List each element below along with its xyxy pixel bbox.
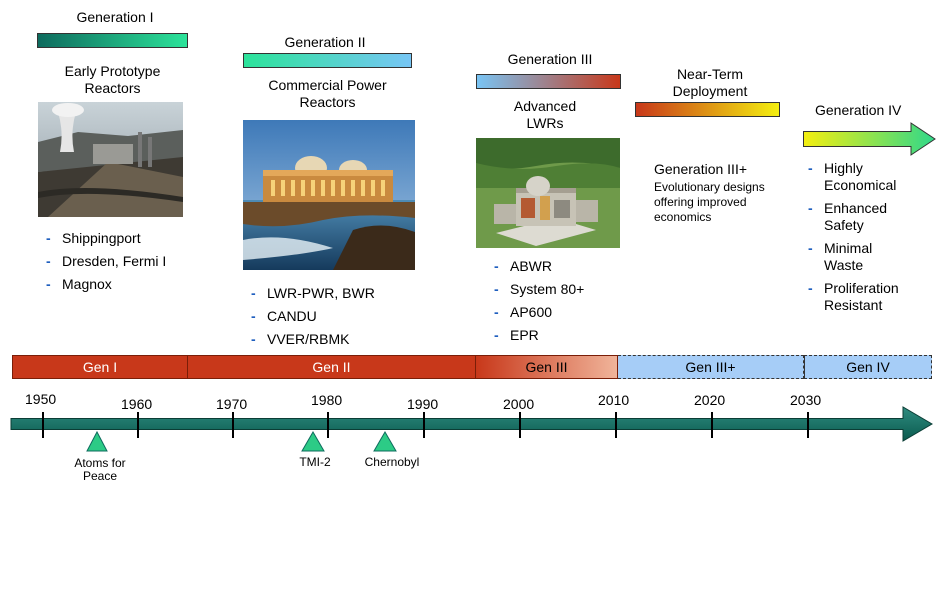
near-term-title: Near-Term Deployment (640, 66, 780, 100)
year-label: 1970 (216, 396, 248, 412)
gen3-reactor-list: -ABWR -System 80+ -AP600 -EPR (494, 258, 584, 350)
list-item: -Magnox (46, 276, 112, 292)
gen3plus-description: Evolutionary designs offering improved e… (654, 180, 765, 225)
gen3-subtitle: Advanced LWRs (470, 98, 620, 132)
gen2-reactor-list: -LWR-PWR, BWR -CANDU -VVER/RBMK (251, 285, 375, 354)
band-gen4: Gen IV (804, 355, 932, 379)
gen3-gradient-bar (476, 74, 621, 89)
gen2-title: Generation II (284, 34, 366, 50)
gen1-gradient-bar (37, 33, 188, 48)
near-term-gradient-bar (635, 102, 780, 117)
gen3-reactor-photo (476, 138, 620, 248)
event-marker-chernobyl (373, 431, 397, 452)
gen3-subtitle-line1: Advanced (513, 98, 577, 114)
list-item: -Dresden, Fermi I (46, 253, 167, 269)
band-gen2: Gen II (188, 355, 476, 379)
list-item: -System 80+ (494, 281, 585, 297)
gen2-subtitle: Commercial Power Reactors (235, 77, 420, 111)
gen1-subtitle-line1: Early Prototype (64, 63, 161, 79)
list-item: -AP600 (494, 304, 553, 320)
gen3-title: Generation III (507, 51, 593, 67)
list-item: -CANDU (251, 308, 317, 324)
event-label-chernobyl: Chernobyl (364, 455, 420, 469)
near-term-title-line1: Near-Term (676, 66, 744, 82)
gen2-gradient-bar (243, 53, 412, 68)
list-item: -LWR-PWR, BWR (251, 285, 375, 301)
gen1-reactor-list: -Shippingport -Dresden, Fermi I -Magnox (46, 230, 166, 299)
list-item: -EPR (494, 327, 539, 343)
year-label: 2020 (694, 392, 726, 408)
event-marker-tmi-2 (301, 431, 325, 452)
band-gen3: Gen III (476, 355, 618, 379)
gen3plus-desc-line2: offering improved (654, 195, 747, 209)
gen3plus-title: Generation III+ (654, 161, 748, 177)
year-label: 2010 (598, 392, 630, 408)
band-gen3plus: Gen III+ (618, 355, 804, 379)
band-gen1: Gen I (12, 355, 188, 379)
gen1-title: Generation I (76, 9, 154, 25)
gen1-subtitle: Early Prototype Reactors (20, 63, 205, 97)
gen3plus-desc-line3: economics (654, 210, 712, 224)
gen2-reactor-photo (243, 120, 415, 270)
year-label: 2000 (503, 396, 535, 412)
gen3plus-desc-line1: Evolutionary designs (654, 180, 765, 194)
gen2-subtitle-line2: Reactors (299, 94, 356, 110)
gen4-title: Generation IV (815, 102, 902, 118)
list-item: -ABWR (494, 258, 552, 274)
year-label: 1980 (311, 392, 343, 408)
year-label: 1950 (25, 391, 57, 407)
gen1-reactor-photo (38, 102, 183, 217)
list-item: -Shippingport (46, 230, 141, 246)
gen3-subtitle-line2: LWRs (526, 115, 564, 131)
year-label: 2030 (790, 392, 822, 408)
event-label-atoms-for-peace: Atoms for Peace (74, 456, 126, 483)
timeline-shaft (10, 406, 933, 442)
year-label: 1960 (121, 396, 153, 412)
event-label-tmi-2: TMI-2 (299, 455, 331, 469)
gen1-subtitle-line2: Reactors (84, 80, 141, 96)
year-label: 1990 (407, 396, 439, 412)
timeline-arrow (10, 406, 933, 452)
event-marker-atoms-for-peace (86, 430, 108, 452)
gen4-arrow (803, 122, 936, 156)
near-term-title-line2: Deployment (672, 83, 748, 99)
gen2-subtitle-line1: Commercial Power (268, 77, 387, 93)
list-item: -VVER/RBMK (251, 331, 350, 347)
